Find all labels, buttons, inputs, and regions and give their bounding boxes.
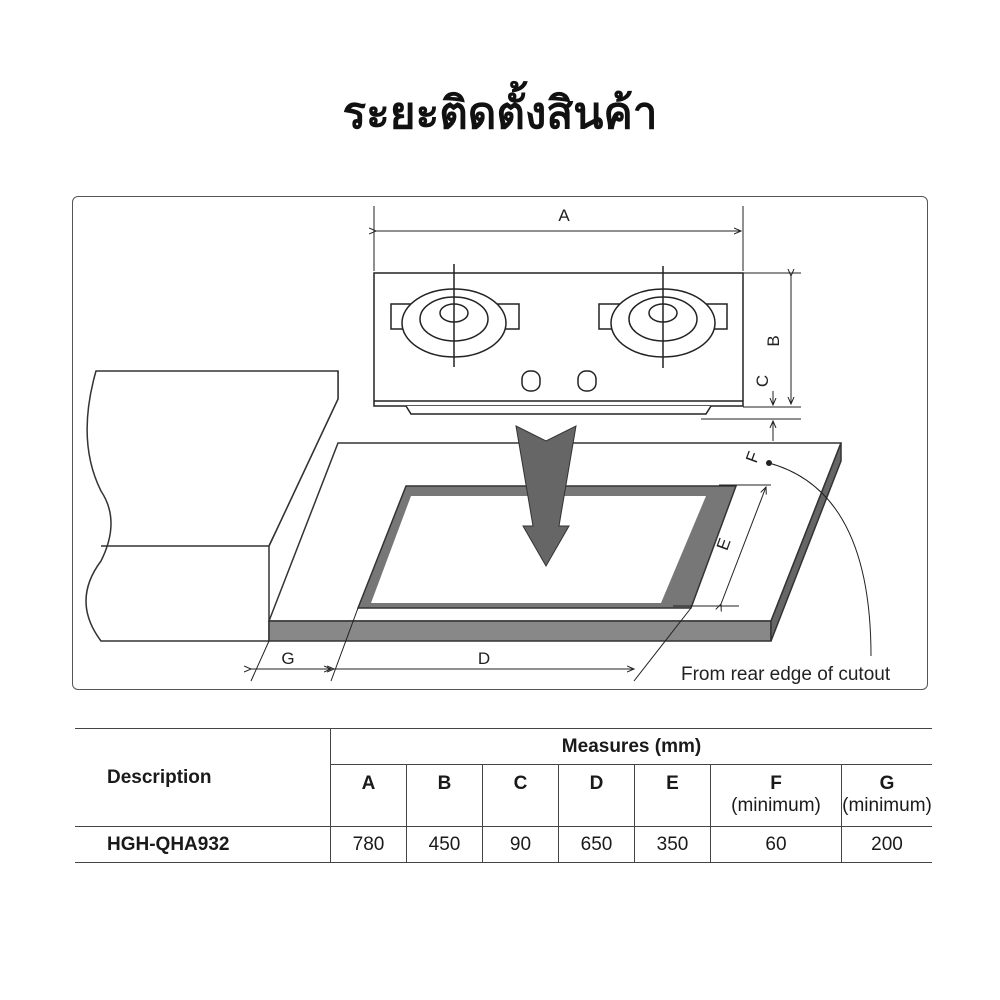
label-g: G bbox=[281, 649, 294, 668]
down-arrow-icon bbox=[515, 425, 577, 568]
diagram-svg: A B C F E G D From rear edge of cutout bbox=[85, 206, 891, 685]
value-a: 780 bbox=[330, 826, 407, 863]
model-cell: HGH-QHA932 bbox=[75, 826, 331, 863]
label-c: C bbox=[753, 375, 772, 387]
hob-illustration bbox=[373, 264, 744, 415]
label-d: D bbox=[478, 649, 490, 668]
column-header-g: G(minimum) bbox=[841, 764, 932, 827]
column-header-d: D bbox=[558, 764, 635, 827]
page-title: ระยะติดตั้งสินค้า bbox=[342, 88, 658, 139]
knobs bbox=[521, 370, 597, 392]
label-a: A bbox=[558, 206, 570, 225]
column-header-e: E bbox=[634, 764, 711, 827]
column-header-f: F(minimum) bbox=[710, 764, 842, 827]
column-header-b: B bbox=[406, 764, 483, 827]
cutout-note: From rear edge of cutout bbox=[681, 664, 891, 685]
table-row: HGH-QHA932 780 450 90 650 350 60 200 bbox=[75, 826, 932, 863]
column-header-c: C bbox=[482, 764, 559, 827]
counter-block bbox=[85, 370, 339, 642]
value-c: 90 bbox=[482, 826, 559, 863]
column-header-a: A bbox=[330, 764, 407, 827]
measures-table: Description Measures (mm) A B C D E F(mi… bbox=[75, 728, 932, 863]
description-header: Description bbox=[75, 728, 331, 827]
value-f: 60 bbox=[710, 826, 842, 863]
label-b: B bbox=[764, 335, 783, 346]
value-e: 350 bbox=[634, 826, 711, 863]
measures-header: Measures (mm) bbox=[330, 728, 932, 765]
value-g: 200 bbox=[841, 826, 932, 863]
installation-diagram: A B C F E G D From rear edge of cutout bbox=[72, 196, 928, 690]
burner-right bbox=[598, 266, 728, 368]
value-d: 650 bbox=[558, 826, 635, 863]
value-b: 450 bbox=[406, 826, 483, 863]
burner-left bbox=[390, 264, 520, 367]
